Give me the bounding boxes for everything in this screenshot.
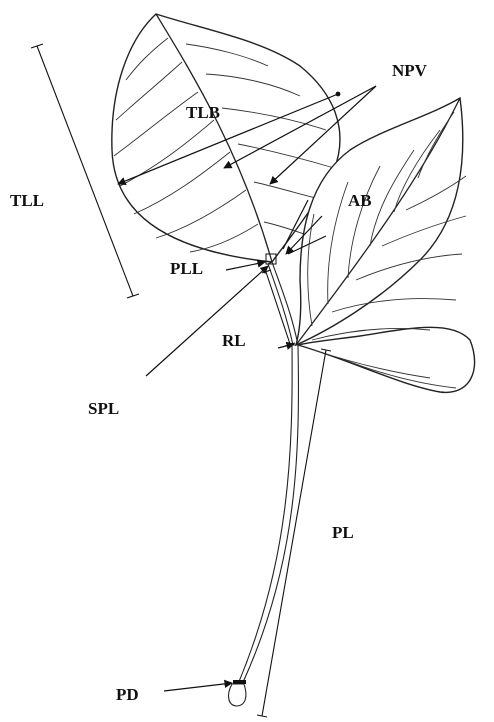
pd-arrow [164,683,232,691]
petiole [229,262,299,706]
label-pd: PD [116,685,139,704]
spl-leader [146,266,268,376]
label-tlb: TLB [186,103,220,122]
label-tll: TLL [10,191,44,210]
pll-arrow [226,262,265,270]
label-spl: SPL [88,399,119,418]
label-pll: PLL [170,259,203,278]
petiole-base [229,684,246,706]
label-ab: AB [348,191,372,210]
label-pl: PL [332,523,354,542]
label-rl: RL [222,331,246,350]
pd-marker [233,680,246,684]
label-npv: NPV [392,61,428,80]
